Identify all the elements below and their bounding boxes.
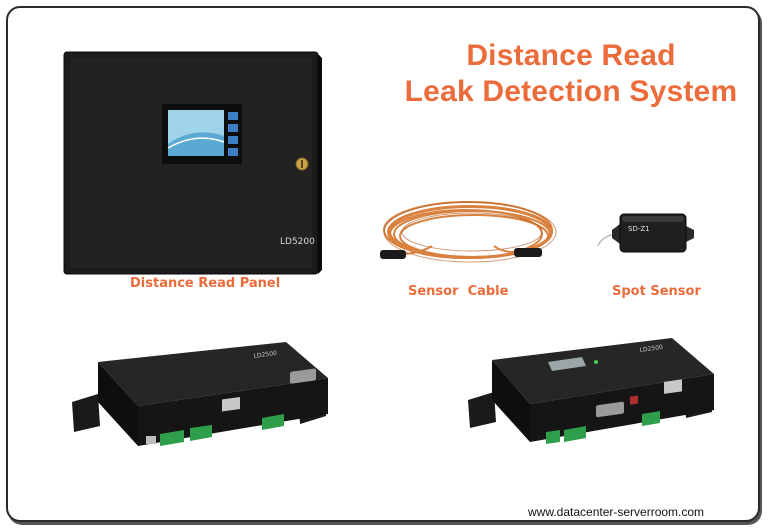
- controller-right-image: LD2500: [468, 338, 714, 444]
- source-url: www.datacenter-serverroom.com: [528, 505, 705, 519]
- image-frame: Distance Read Leak Detection System LD52…: [6, 6, 760, 522]
- controller-right-model-label: LD2500: [639, 344, 663, 354]
- panel-caption: Distance Read Panel: [130, 276, 281, 291]
- spot-sensor-caption: Spot Sensor: [612, 284, 701, 299]
- sensor-cable-caption: Sensor Cable: [408, 284, 509, 299]
- controller-left-image: LD2500: [72, 342, 328, 446]
- panel-model-label: LD5200: [280, 237, 315, 247]
- title-line-2: Leak Detection System: [404, 75, 738, 108]
- distance-read-panel-image: LD5200: [63, 51, 322, 275]
- sensor-cable-image: [380, 201, 557, 263]
- spot-sensor-image: SD-Z1: [597, 213, 694, 253]
- title-line-1: Distance Read: [466, 39, 676, 72]
- spot-sensor-model-label: SD-Z1: [628, 225, 650, 233]
- page-title: Distance Read Leak Detection System: [386, 38, 756, 110]
- controller-left-model-label: LD2500: [253, 350, 277, 360]
